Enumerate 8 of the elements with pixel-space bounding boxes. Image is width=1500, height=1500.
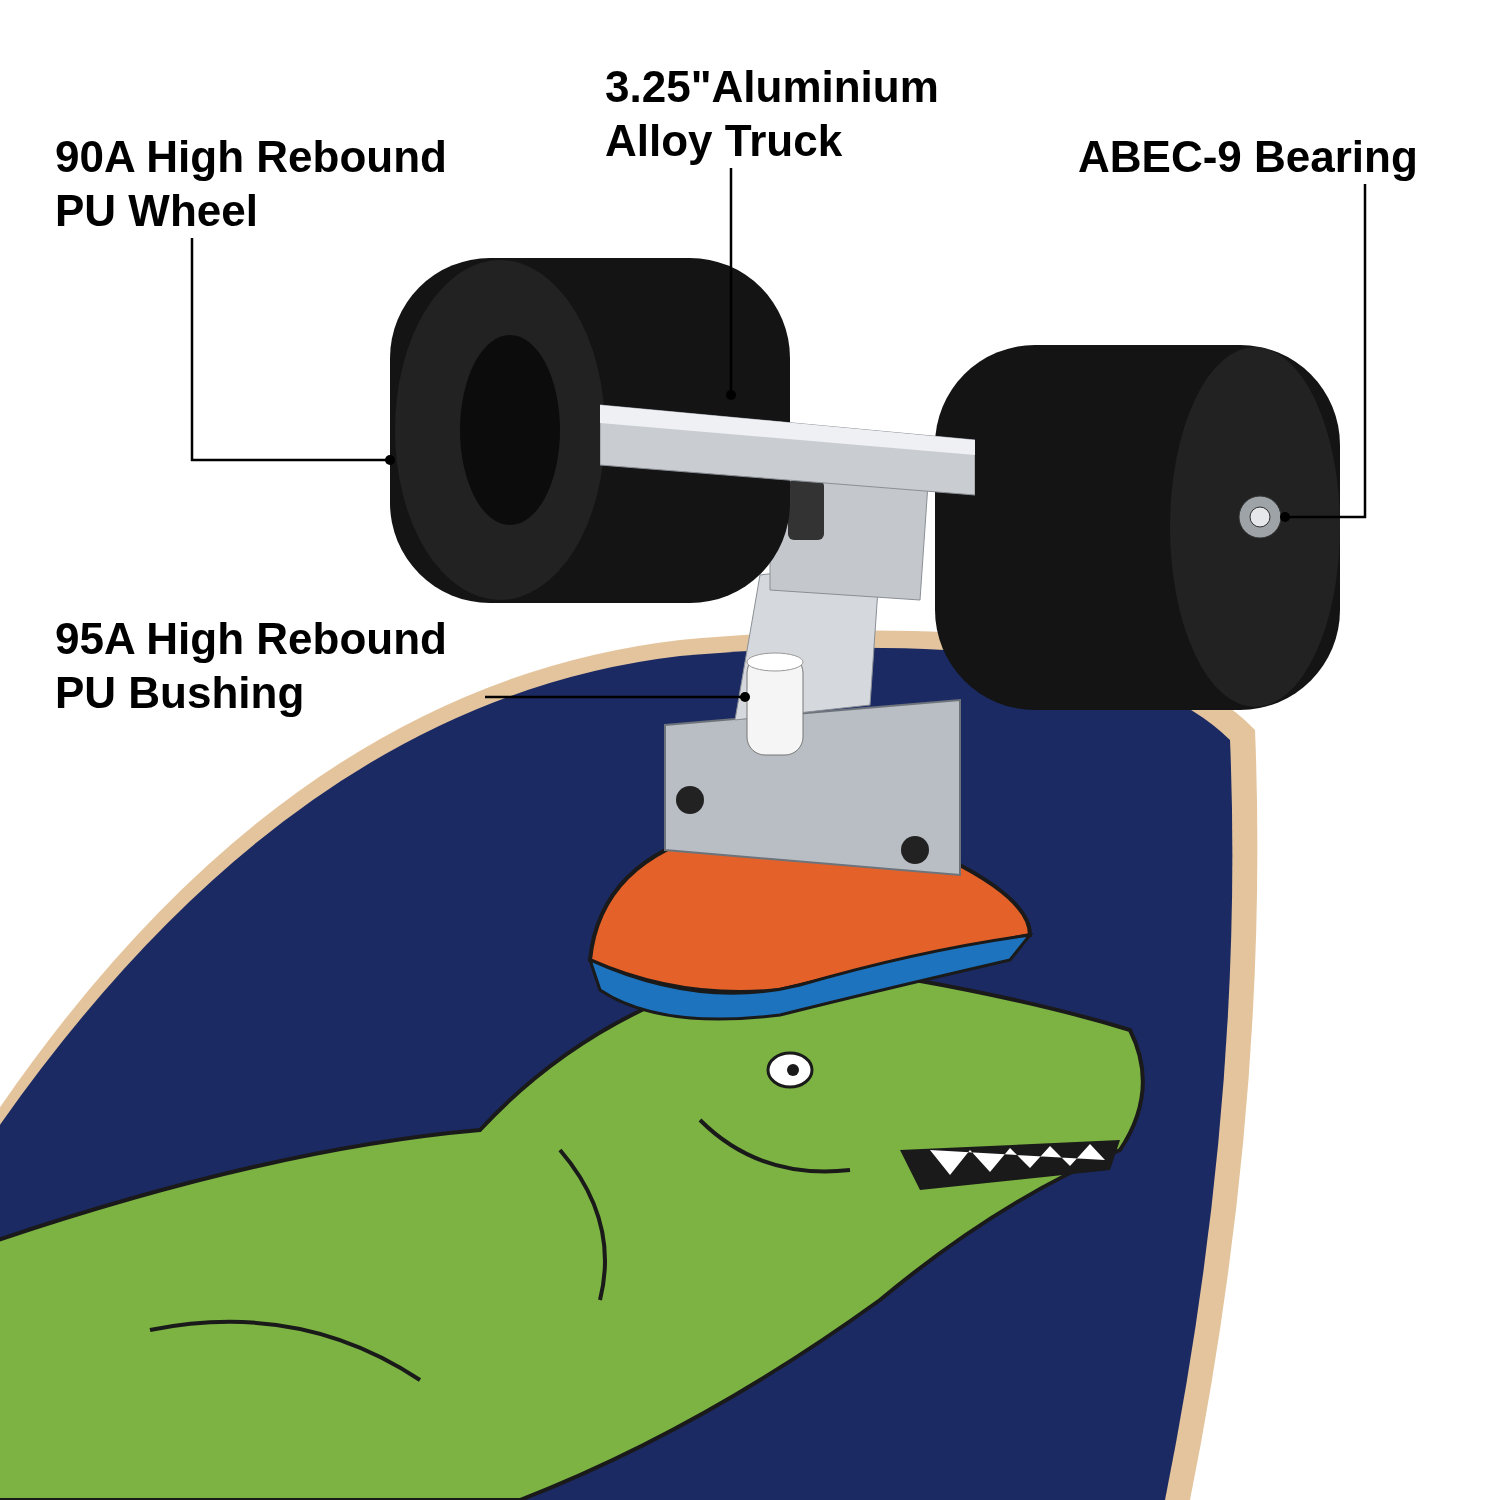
callout-label: 90A High Rebound PU Wheel [55, 130, 485, 238]
callout-label: ABEC-9 Bearing [1078, 130, 1488, 184]
callout-label: 95A High Rebound PU Bushing [55, 612, 485, 720]
leader-line [190, 238, 395, 465]
leader-line [726, 168, 736, 400]
callout-label: 3.25"Aluminium Alloy Truck [605, 60, 1005, 168]
leader-line [1280, 184, 1367, 522]
leader-line [485, 692, 750, 702]
